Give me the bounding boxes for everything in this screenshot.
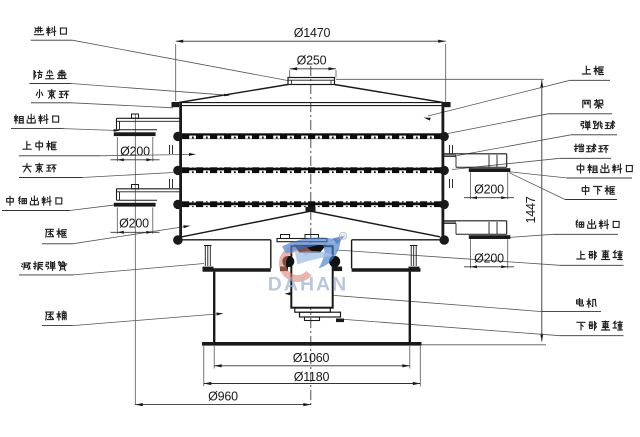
- svg-text:R: R: [341, 234, 345, 240]
- svg-text:Ø1180: Ø1180: [294, 370, 330, 384]
- svg-text:Ø200: Ø200: [119, 217, 149, 231]
- svg-text:Ø960: Ø960: [208, 390, 238, 404]
- svg-text:Ø200: Ø200: [120, 145, 150, 159]
- svg-text:Ø1060: Ø1060: [293, 351, 330, 365]
- svg-text:Ø200: Ø200: [474, 252, 504, 266]
- svg-text:Ø1470: Ø1470: [294, 26, 331, 40]
- svg-text:Ø250: Ø250: [297, 54, 327, 68]
- svg-text:Ø200: Ø200: [474, 182, 504, 196]
- svg-text:1447: 1447: [524, 196, 538, 223]
- svg-text:DAHAN: DAHAN: [268, 274, 348, 296]
